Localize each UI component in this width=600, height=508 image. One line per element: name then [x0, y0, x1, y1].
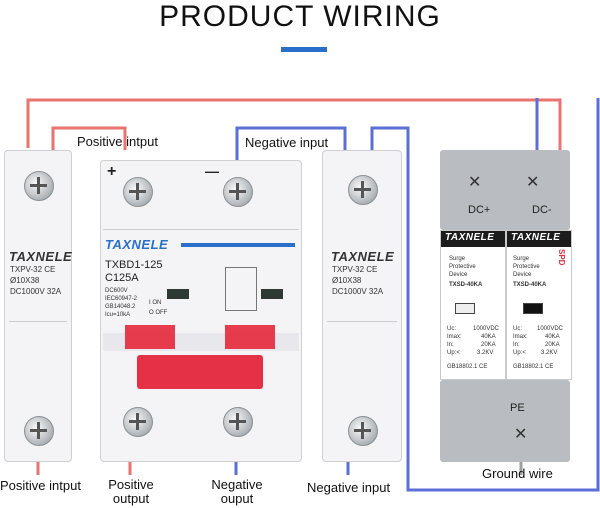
- spd-right-spec-1: Imax:: [513, 334, 528, 340]
- cross-screw-icon: ✕: [526, 174, 540, 191]
- spd-right-desc-0: Surge: [513, 256, 530, 262]
- spd-tag: SPD: [557, 249, 566, 266]
- breaker-spec-1: IEC60947-2: [105, 296, 138, 302]
- breaker-current: C125A: [105, 272, 139, 284]
- spd-module-negative: TAXNELE SPD Surge Protective Device TXSD…: [506, 230, 572, 380]
- surge-protective-device: ✕ ✕ DC+ DC- TAXNELE Surge Protective Dev…: [440, 150, 572, 462]
- fuse-left-size: Ø10X38: [10, 276, 40, 285]
- spd-left-std: GB18802.1 CE: [447, 364, 488, 370]
- spd-left-val-1: 40KA: [481, 334, 496, 340]
- spd-left-spec-0: Uc:: [447, 326, 456, 332]
- spd-right-val-2: 20KA: [545, 342, 560, 348]
- negative-input-wire-top: [235, 126, 347, 160]
- breaker-handle-right[interactable]: [225, 325, 275, 349]
- spd-right-val-0: 1000VDC: [537, 326, 564, 332]
- spd-status-window: [455, 303, 475, 314]
- cross-screw-icon: ✕: [514, 426, 528, 443]
- fuse-right-model: TXPV-32 CE: [332, 265, 378, 274]
- spd-right-std: GB18802.1 CE: [513, 364, 554, 370]
- spd-module-positive: TAXNELE Surge Protective Device TXSD-40K…: [440, 230, 506, 380]
- fuse-holder-left: TAXNELE TXPV-32 CE Ø10X38 DC1000V 32A: [4, 150, 72, 462]
- spd-right-model: TXSD-40KA: [513, 282, 547, 288]
- spd-left-spec-2: In:: [447, 342, 454, 348]
- spd-header-bar: [441, 231, 505, 247]
- fuse-left-model: TXPV-32 CE: [10, 265, 56, 274]
- spd-bottom-terminal-block: [440, 380, 570, 462]
- negative-input-label-top: Negative input: [245, 135, 329, 150]
- terminal-screw-icon: [123, 407, 153, 437]
- spd-left-val-2: 20KA: [481, 342, 496, 348]
- terminal-screw-icon: [24, 171, 54, 201]
- spd-left-brand: TAXNELE: [445, 232, 495, 243]
- terminal-screw-icon: [24, 416, 54, 446]
- divider: [327, 321, 397, 322]
- breaker-on-label: I ON: [149, 300, 162, 306]
- ground-wire-label: Ground wire: [482, 466, 553, 481]
- spd-right-val-3: 3.2KV: [541, 350, 558, 356]
- negative-input-label-bottom: Negative input: [307, 480, 391, 495]
- negative-ouput-label: Negative ouput: [211, 477, 263, 506]
- breaker-handle-left[interactable]: [125, 325, 175, 349]
- dc-circuit-breaker: + — TAXNELE TXBD1-125 C125A DC600V IEC60…: [100, 160, 302, 462]
- spd-left-model: TXSD-40KA: [449, 282, 483, 288]
- positive-intput-label-bottom: Positive intput: [0, 478, 81, 493]
- breaker-minus-sign: —: [205, 163, 219, 179]
- fuse-right-size: Ø10X38: [332, 276, 362, 285]
- spd-left-desc-1: Protective: [449, 264, 476, 270]
- terminal-screw-icon: [123, 177, 153, 207]
- spd-left-spec-3: Up:<: [447, 350, 460, 356]
- spd-right-desc-1: Protective: [513, 264, 540, 270]
- fuse-right-brand: TAXNELE: [331, 249, 395, 264]
- breaker-spec-2: GB14048.2: [105, 304, 136, 310]
- negative-spd-wire: [370, 98, 600, 492]
- divider: [9, 321, 67, 322]
- positive-input-wire-top: [26, 98, 562, 150]
- spd-status-window: [523, 303, 543, 314]
- fuse-holder-right: TAXNELE TXPV-32 CE Ø10X38 DC1000V 32A: [322, 150, 402, 462]
- spd-right-brand: TAXNELE: [511, 232, 561, 243]
- divider: [103, 229, 299, 230]
- spd-left-val-3: 3.2KV: [477, 350, 494, 356]
- fuse-right-rating: DC1000V 32A: [332, 287, 384, 296]
- spd-dc-plus-label: DC+: [468, 204, 491, 216]
- terminal-screw-icon: [223, 407, 253, 437]
- spd-left-spec-1: Imax:: [447, 334, 462, 340]
- breaker-brand: TAXNELE: [105, 237, 169, 252]
- terminal-screw-icon: [223, 177, 253, 207]
- positive-intput-label-top: Positive intput: [77, 134, 158, 149]
- spd-left-val-0: 1000VDC: [473, 326, 500, 332]
- breaker-spec-3: Icu=10kA: [105, 312, 131, 318]
- breaker-spec-0: DC600V: [105, 288, 128, 294]
- terminal-screw-icon: [348, 416, 378, 446]
- spd-right-spec-3: Up:<: [513, 350, 526, 356]
- positive-output-label: Positive output: [108, 477, 154, 506]
- breaker-off-label: O OFF: [149, 310, 168, 316]
- status-window: [261, 289, 283, 299]
- spd-pe-label: PE: [510, 402, 525, 414]
- terminal-screw-icon: [348, 175, 378, 205]
- cross-screw-icon: ✕: [468, 174, 482, 191]
- breaker-plus-sign: +: [107, 163, 117, 180]
- title-underline: [281, 47, 327, 52]
- fuse-left-brand: TAXNELE: [9, 249, 73, 264]
- status-window: [167, 289, 189, 299]
- page-title: PRODUCT WIRING: [159, 0, 441, 33]
- circuit-symbol-icon: [225, 267, 257, 311]
- spd-header-bar: [507, 231, 571, 247]
- spd-right-spec-2: In:: [513, 342, 520, 348]
- breaker-brand-stripe: [181, 243, 295, 247]
- breaker-toggle-handle[interactable]: [137, 355, 263, 389]
- breaker-model: TXBD1-125: [105, 259, 163, 271]
- spd-top-terminal-block: [440, 150, 570, 230]
- spd-right-spec-0: Uc:: [513, 326, 522, 332]
- spd-left-desc-0: Surge: [449, 256, 466, 262]
- spd-left-desc-2: Device: [449, 272, 468, 278]
- spd-right-desc-2: Device: [513, 272, 532, 278]
- fuse-left-rating: DC1000V 32A: [10, 287, 62, 296]
- positive-input-wire-to-breaker: [51, 126, 127, 150]
- spd-right-val-1: 40KA: [545, 334, 560, 340]
- spd-dc-minus-label: DC-: [532, 204, 552, 216]
